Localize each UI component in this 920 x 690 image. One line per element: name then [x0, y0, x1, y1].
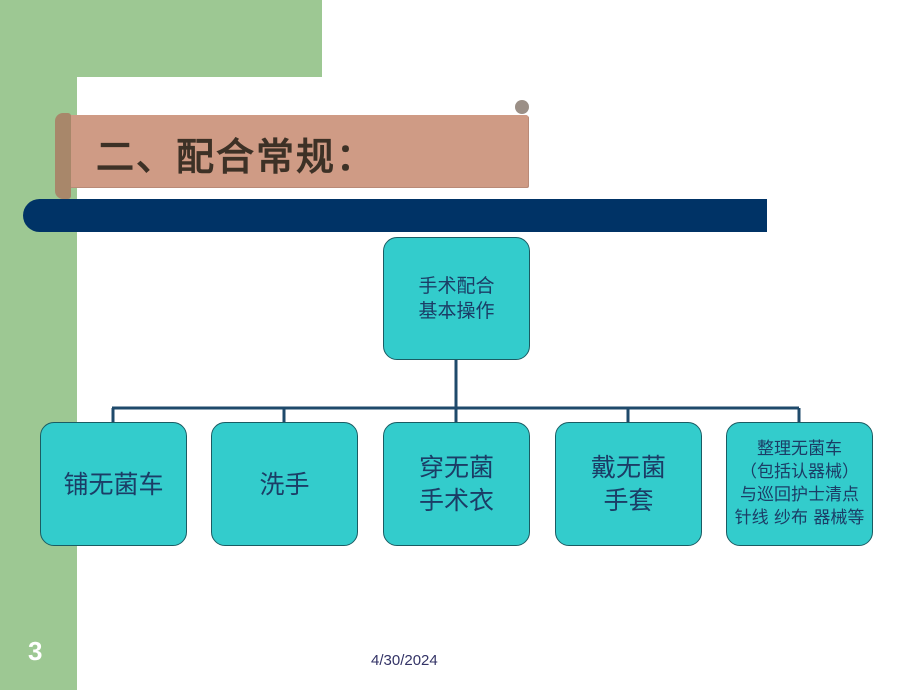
child-node-lay-sterile-cart: 铺无菌车 [40, 422, 187, 546]
title-banner-curl [55, 113, 71, 199]
child-node-organize-cart: 整理无菌车 （包括认器械） 与巡回护士清点 针线 纱布 器械等 [726, 422, 873, 546]
slide-title: 二、配合常规： [96, 134, 377, 179]
slide-date: 4/30/2024 [371, 652, 438, 669]
title-banner-dot [515, 100, 529, 114]
page-number: 3 [28, 636, 43, 666]
top-green-panel [0, 0, 322, 77]
child-node-hand-wash: 洗手 [211, 422, 358, 546]
title-banner [60, 115, 528, 187]
child-node-sterile-gloves: 戴无菌 手套 [555, 422, 702, 546]
title-underline-bar [23, 199, 767, 232]
child-node-sterile-gown: 穿无菌 手术衣 [383, 422, 530, 546]
root-node: 手术配合 基本操作 [383, 237, 530, 360]
